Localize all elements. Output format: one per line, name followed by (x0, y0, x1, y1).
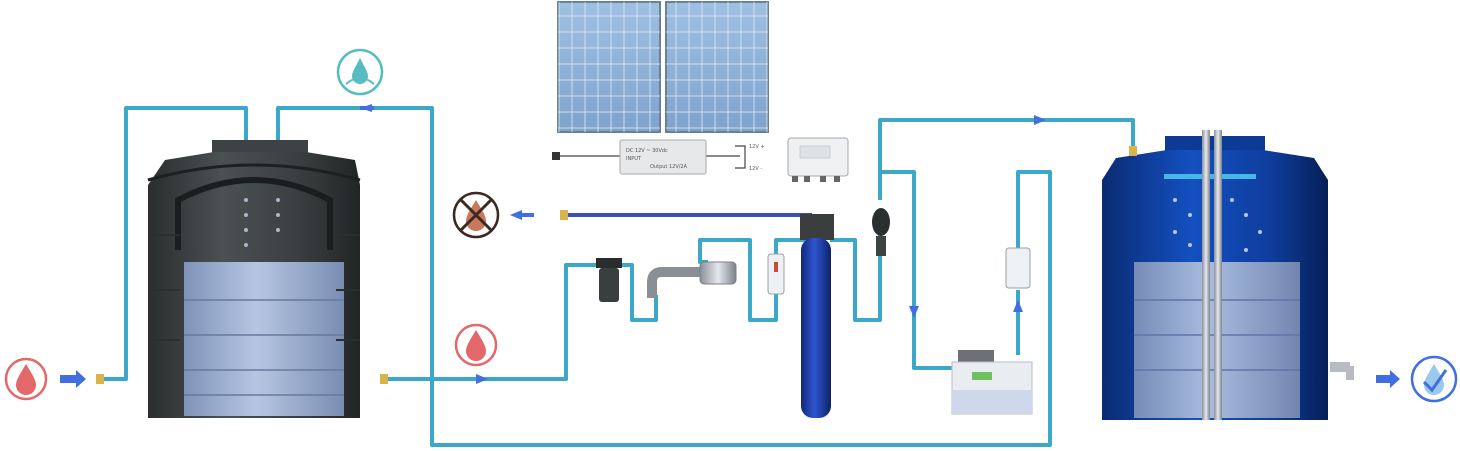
solar-panel-left (557, 1, 661, 133)
raw-water-tank (96, 140, 388, 418)
arrow-down-ozone (909, 306, 919, 318)
aeration-splash-icon (336, 48, 384, 96)
arrow-outlet (1376, 370, 1400, 388)
uv-sterilizer (647, 261, 737, 298)
pipe-to-ozone (880, 170, 960, 370)
pipe-raw-outlet (388, 263, 598, 381)
faucet (1330, 362, 1350, 372)
pipe-recirculation (360, 106, 1052, 447)
pipe-network (100, 106, 1135, 447)
plus-terminal-label: 12V + (749, 144, 765, 150)
raw-tank-water (184, 262, 344, 416)
pipe-inlet (100, 106, 248, 381)
outlet-valve (380, 374, 388, 384)
controller-box (787, 137, 849, 182)
pressure-filter-vessel (800, 214, 834, 418)
adapter-label-3: Output 12V/2A (650, 164, 688, 170)
flow-arrows (60, 104, 1400, 388)
ozone-diffuser-tube-2 (1214, 130, 1222, 420)
pipe-filter-2 (698, 238, 778, 322)
no-drinking-icon (452, 191, 500, 239)
clean-water-check-icon (1410, 355, 1458, 403)
cartridge-filter (596, 258, 622, 302)
ozone-diffuser-tube-1 (1202, 130, 1210, 420)
adapter-label-2: INPUT (626, 156, 642, 162)
power-cable (552, 145, 746, 169)
arrow-inlet (60, 370, 86, 388)
minus-terminal-label: 12V - (749, 166, 762, 172)
pump (872, 208, 890, 256)
arrow-up-ozone (1013, 300, 1023, 312)
adapter-label-1: DC 12V ~ 30Vdc (626, 148, 668, 154)
arrow-to-tank (1034, 115, 1046, 125)
pipe-filter-outlet (830, 230, 882, 322)
solar-panel-right (665, 1, 769, 133)
pipe-filter-1 (620, 263, 658, 322)
arrow-raw-outlet (476, 374, 488, 384)
water-drop-icon (454, 323, 498, 367)
treated-water-tank (1102, 130, 1354, 420)
inlet-valve (96, 374, 104, 384)
water-drop-icon (4, 357, 48, 401)
pipe-to-treated-tank (878, 118, 1135, 200)
power-adapter: DC 12V ~ 30Vdc INPUT Output 12V/2A (619, 139, 707, 175)
arrow-drain (510, 210, 522, 220)
ozone-generator (951, 247, 1033, 415)
drain-valve (560, 210, 568, 220)
flow-meter (767, 253, 785, 295)
ozone-flow-meter (1005, 247, 1031, 289)
